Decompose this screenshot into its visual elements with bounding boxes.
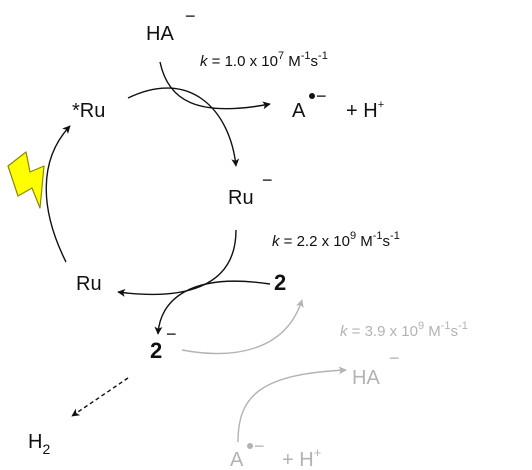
- label-ha: HA: [146, 23, 174, 45]
- label-ha-group: HA: [146, 23, 174, 45]
- label-ha-faded-charge: −: [389, 348, 400, 368]
- k3-unit-m-exp: -1: [441, 320, 451, 332]
- label-a-radical-faded-charge: −: [254, 436, 265, 456]
- k3-unit-m: M: [424, 323, 441, 340]
- label-h-plus-faded-group: + H+: [282, 445, 321, 470]
- arrow-2-to-2-reduced: [154, 280, 271, 335]
- k1-unit-s-exp: -1: [318, 50, 328, 62]
- label-ru-reduced: Ru: [228, 187, 254, 209]
- label-catalyst: 2: [274, 270, 286, 295]
- label-h-plus: + H: [346, 100, 378, 122]
- k3-exponent: 9: [418, 320, 424, 332]
- k3-unit-s: s: [451, 323, 459, 340]
- label-a-radical: A: [292, 100, 306, 122]
- label-h-plus-sup: +: [378, 99, 384, 111]
- lightning-bolt-icon: [7, 151, 45, 209]
- label-ru-reduced-charge: −: [262, 170, 273, 190]
- label-ha-charge: −: [185, 6, 196, 26]
- k2-unit-s: s: [383, 233, 391, 250]
- k1-symbol: k: [200, 53, 209, 70]
- k1-unit-m-exp: -1: [301, 50, 311, 62]
- label-a-radical-faded: A: [230, 449, 244, 470]
- rate-constant-k2: k = 2.2 x 109 M-1s-1: [272, 230, 400, 250]
- arrow-ru-to-ru-excited: [45, 125, 71, 263]
- k1-unit-s: s: [311, 53, 319, 70]
- k2-unit-s-exp: -1: [390, 230, 400, 242]
- k1-value: = 1.0 x 10: [208, 53, 278, 70]
- k2-unit-m-exp: -1: [373, 230, 383, 242]
- k2-value: = 2.2 x 10: [280, 233, 350, 250]
- k2-unit-m: M: [356, 233, 373, 250]
- label-a-radical-charge: −: [316, 86, 327, 106]
- label-h2-sub: 2: [42, 441, 50, 457]
- label-h-plus-faded-sup: +: [314, 445, 322, 460]
- k3-value: = 3.9 x 10: [348, 323, 418, 340]
- radical-dot: [309, 93, 315, 99]
- label-ha-faded: HA: [352, 367, 380, 389]
- k2-exponent: 9: [350, 230, 356, 242]
- label-catalyst-reduced-charge: −: [166, 324, 177, 344]
- k1-exponent: 7: [278, 50, 284, 62]
- label-h-plus-faded: + H: [282, 449, 314, 470]
- rate-constant-k3: k = 3.9 x 109 M-1s-1: [340, 320, 468, 340]
- radical-dot-faded: [247, 443, 253, 449]
- k3-symbol: k: [340, 323, 349, 340]
- label-h2: H: [28, 431, 42, 453]
- k2-symbol: k: [272, 233, 281, 250]
- rate-constant-k1: k = 1.0 x 107 M-1s-1: [200, 50, 328, 70]
- label-ru-excited: *Ru: [72, 100, 105, 122]
- label-h-plus-group: + H+: [346, 99, 384, 122]
- k3-unit-s-exp: -1: [458, 320, 468, 332]
- arrow-a-radical-to-ha-faded: [237, 366, 347, 443]
- k1-unit-m: M: [284, 53, 301, 70]
- arrow-2-reduced-to-h2-dashed: [71, 377, 129, 417]
- label-h2-group: H2: [28, 431, 50, 457]
- label-catalyst-reduced: 2: [150, 338, 162, 363]
- arrow-2-reduced-to-2-faded: [181, 299, 304, 355]
- arrow-ru-excited-to-ru-reduced: [127, 87, 240, 167]
- label-ru-ground: Ru: [76, 273, 102, 295]
- arrow-ru-reduced-to-ru: [117, 229, 237, 297]
- arrow-ha-to-a-radical: [159, 61, 271, 110]
